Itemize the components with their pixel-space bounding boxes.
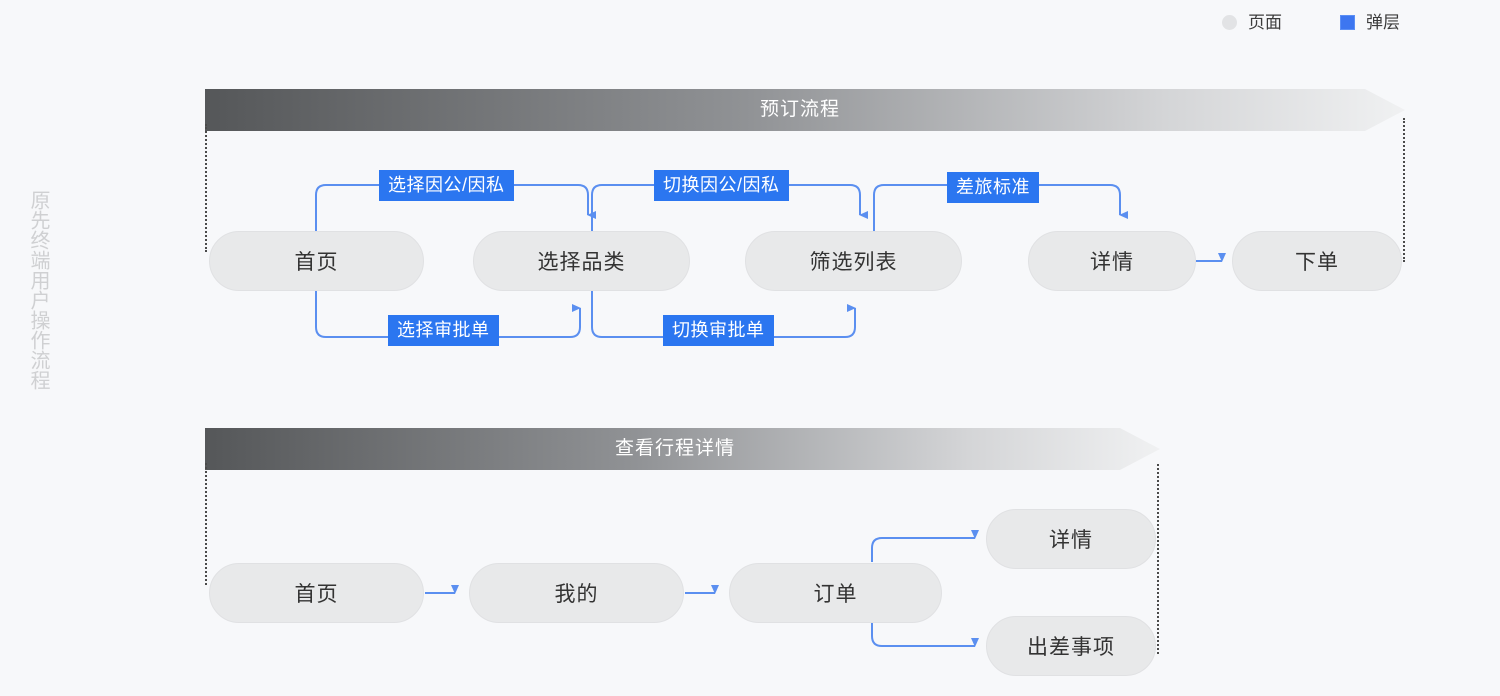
node-trip-items[interactable]: 出差事项 bbox=[986, 616, 1156, 676]
legend-item-popup: 弹层 bbox=[1340, 14, 1400, 31]
section-boundary-left-booking bbox=[205, 124, 207, 252]
circle-swatch-icon bbox=[1222, 15, 1237, 30]
node-place-order[interactable]: 下单 bbox=[1232, 231, 1402, 291]
legend-item-page: 页面 bbox=[1222, 14, 1282, 31]
edge-label-text: 选择因公/因私 bbox=[388, 175, 505, 195]
node-label: 订单 bbox=[813, 583, 858, 606]
legend-label-page: 页面 bbox=[1248, 13, 1282, 32]
edge-label-choose-approval[interactable]: 选择审批单 bbox=[388, 315, 499, 346]
side-caption: 原先终端用户操作流程 bbox=[27, 190, 49, 390]
banner-title-booking: 预订流程 bbox=[760, 99, 841, 120]
banner-title-itinerary: 查看行程详情 bbox=[615, 438, 736, 459]
banner-shape-booking bbox=[205, 89, 1405, 131]
banner-shape-itinerary bbox=[205, 428, 1160, 470]
section-banner-booking: 预订流程 bbox=[205, 89, 1405, 131]
legend-label-popup: 弹层 bbox=[1366, 13, 1400, 32]
edge-label-travel-standard[interactable]: 差旅标准 bbox=[947, 172, 1039, 203]
edge-label-text: 切换因公/因私 bbox=[663, 175, 780, 195]
node-detail[interactable]: 详情 bbox=[1028, 231, 1196, 291]
node-orders[interactable]: 订单 bbox=[729, 563, 942, 623]
node-label: 首页 bbox=[294, 251, 339, 274]
edge-label-switch-business-private[interactable]: 切换因公/因私 bbox=[654, 170, 789, 201]
node-mine[interactable]: 我的 bbox=[469, 563, 684, 623]
node-label: 出差事项 bbox=[1027, 636, 1115, 659]
section-boundary-right-booking bbox=[1403, 118, 1405, 262]
node-filter-list[interactable]: 筛选列表 bbox=[745, 231, 962, 291]
node-label: 下单 bbox=[1295, 251, 1339, 274]
node-category[interactable]: 选择品类 bbox=[473, 231, 690, 291]
section-boundary-left-itinerary bbox=[205, 463, 207, 585]
section-banner-itinerary: 查看行程详情 bbox=[205, 428, 1160, 470]
square-swatch-icon bbox=[1340, 15, 1355, 30]
edge-label-text: 切换审批单 bbox=[672, 320, 765, 340]
node-label: 首页 bbox=[294, 583, 339, 606]
node-home-2[interactable]: 首页 bbox=[209, 563, 424, 623]
node-home[interactable]: 首页 bbox=[209, 231, 424, 291]
node-label: 筛选列表 bbox=[809, 251, 898, 274]
edge-orders-to-trip-items bbox=[871, 622, 979, 647]
node-label: 详情 bbox=[1049, 529, 1093, 552]
edge-label-text: 差旅标准 bbox=[956, 177, 1030, 197]
node-label: 详情 bbox=[1090, 251, 1134, 274]
legend: 页面 弹层 bbox=[1222, 14, 1400, 31]
edge-label-choose-business-private[interactable]: 选择因公/因私 bbox=[379, 170, 514, 201]
section-boundary-right-itinerary bbox=[1157, 464, 1159, 654]
edge-orders-to-trip-detail bbox=[871, 530, 979, 562]
node-label: 我的 bbox=[554, 583, 599, 606]
edge-label-text: 选择审批单 bbox=[397, 320, 490, 340]
node-label: 选择品类 bbox=[537, 251, 626, 274]
edge-label-switch-approval[interactable]: 切换审批单 bbox=[663, 315, 774, 346]
node-trip-detail[interactable]: 详情 bbox=[986, 509, 1156, 569]
